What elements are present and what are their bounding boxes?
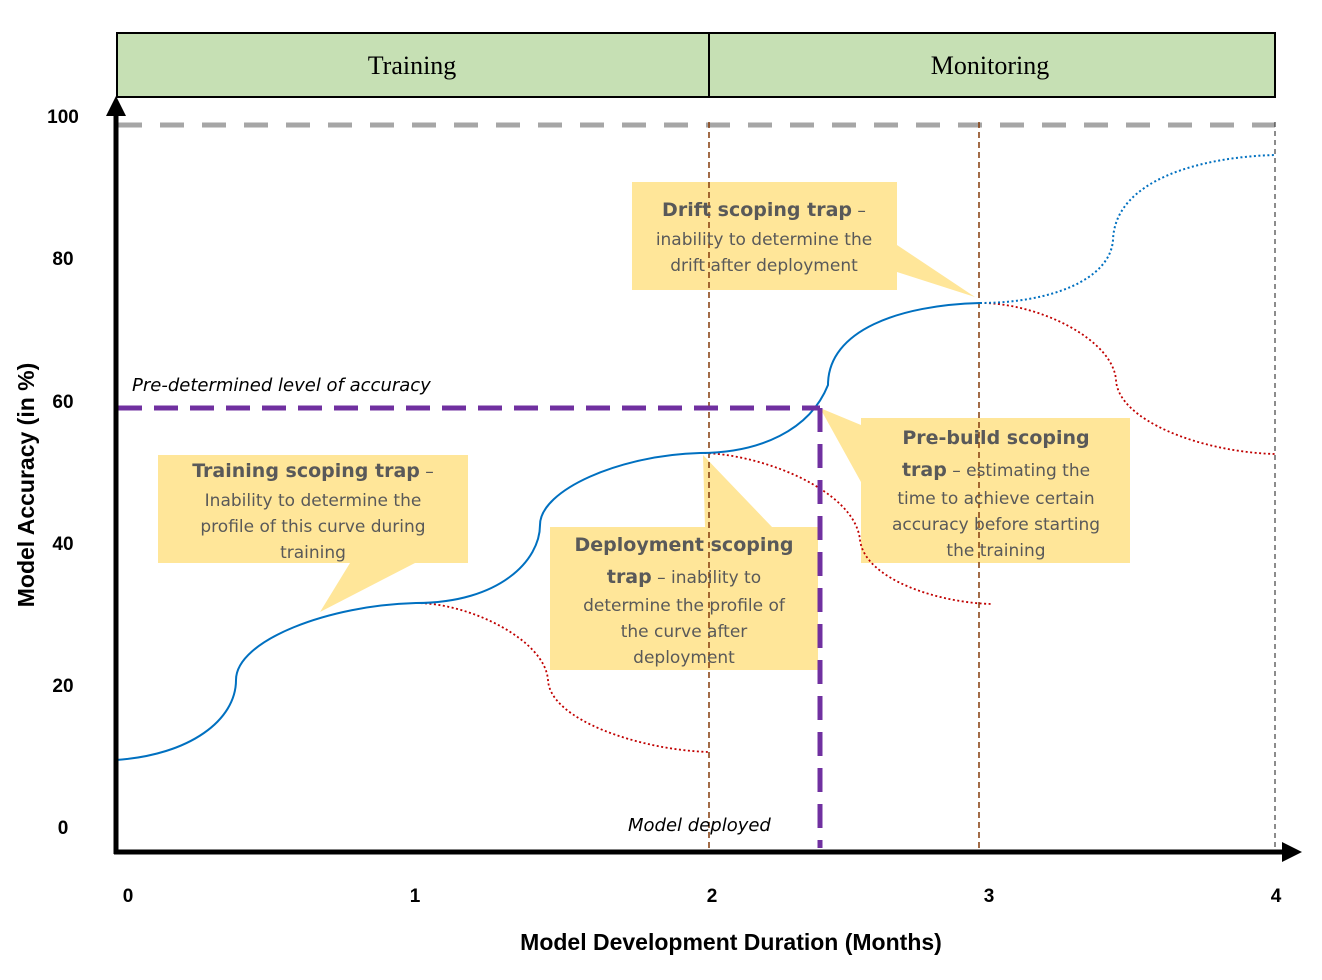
phase-training-box: [116, 32, 710, 98]
pre-build-scoping-trap-line: the training: [946, 541, 1045, 561]
callout-body: –: [852, 201, 866, 221]
callout-training-scoping-trap: [158, 455, 468, 612]
phase-monitoring-box: [708, 32, 1276, 98]
callout-body: determine the profile of: [583, 596, 786, 616]
callout-title: Deployment scoping: [575, 534, 794, 556]
x-tick: 4: [1271, 886, 1282, 907]
callout-body: – estimating the: [947, 461, 1090, 481]
callout-body: – inability to: [652, 568, 761, 588]
predetermined-accuracy-label: Pre-determined level of accuracy: [132, 375, 431, 396]
x-tick: 3: [984, 886, 995, 907]
deployment-scoping-trap-line: determine the profile of: [583, 596, 786, 616]
callout-body: accuracy before starting: [892, 515, 1100, 535]
callout-drift-scoping-trap: [632, 182, 975, 297]
pre-build-scoping-trap-line: trap – estimating the: [902, 459, 1090, 481]
pre-build-scoping-trap-line: Pre-build scoping: [902, 427, 1089, 449]
training-scoping-trap-line: Inability to determine the: [205, 491, 422, 511]
callout-body: drift after deployment: [670, 256, 858, 276]
callout-deployment-scoping-trap: [550, 455, 818, 670]
y-tick-labels: 100 80 60 40 20 0: [47, 107, 79, 839]
training-scoping-trap-line: Training scoping trap –: [192, 460, 434, 482]
callout-texts: Training scoping trap – Inability to dete…: [192, 199, 1100, 668]
callout-title: trap: [902, 459, 947, 481]
x-axis-label: Model Development Duration (Months): [520, 929, 942, 955]
callout-title: trap: [607, 566, 652, 588]
callout-body: training: [280, 543, 346, 563]
training-scoping-trap-line: training: [280, 543, 346, 563]
x-axis-arrow-icon: [1282, 842, 1302, 862]
accuracy-curve: [115, 302, 981, 761]
pre-build-scoping-trap-line: accuracy before starting: [892, 515, 1100, 535]
y-tick: 40: [52, 534, 73, 555]
deployment-scoping-trap-line: deployment: [633, 648, 735, 668]
x-tick: 2: [707, 886, 718, 907]
pre-build-scoping-trap-line: time to achieve certain: [897, 489, 1094, 509]
y-tick: 0: [58, 818, 69, 839]
callouts: [158, 182, 1130, 670]
drift-scoping-trap-line: drift after deployment: [670, 256, 858, 276]
deployment-scoping-trap-line: Deployment scoping: [575, 534, 794, 556]
y-axis-arrow-icon: [106, 96, 126, 116]
deployment-scoping-trap-line: the curve after: [621, 622, 748, 642]
callout-body: deployment: [633, 648, 735, 668]
callout-body: profile of this curve during: [200, 517, 425, 537]
x-tick: 1: [410, 886, 421, 907]
y-tick: 100: [47, 107, 79, 128]
y-axis-label: Model Accuracy (in %): [13, 363, 39, 608]
callout-body: inability to determine the: [656, 230, 872, 250]
y-tick: 60: [52, 392, 73, 413]
drift-scoping-trap-line: Drift scoping trap –: [662, 199, 866, 221]
callout-body: the curve after: [621, 622, 748, 642]
drift-scoping-trap-line: inability to determine the: [656, 230, 872, 250]
phase-header: Training Monitoring: [116, 32, 1276, 98]
callout-body: time to achieve certain: [897, 489, 1094, 509]
x-tick-labels: 0 1 2 3 4: [123, 886, 1282, 907]
callout-pre-build-scoping-trap: [820, 408, 1130, 563]
deployment-scoping-trap-line: trap – inability to: [607, 566, 761, 588]
alt-curve-training: [415, 602, 710, 753]
callout-body: the training: [946, 541, 1045, 561]
x-tick: 0: [123, 886, 134, 907]
callout-title: Pre-build scoping: [902, 427, 1089, 449]
training-scoping-trap-line: profile of this curve during: [200, 517, 425, 537]
alternate-curves: [415, 302, 1276, 753]
phase-training-label: Training: [368, 51, 457, 80]
alt-curve-deployment: [699, 452, 993, 605]
callout-title: Training scoping trap: [192, 460, 420, 482]
accuracy-curve-projected: [979, 154, 1276, 304]
y-tick: 80: [52, 249, 73, 270]
y-tick: 20: [52, 676, 73, 697]
alt-curve-drift: [979, 302, 1276, 455]
callout-body: Inability to determine the: [205, 491, 422, 511]
phase-monitoring-label: Monitoring: [931, 51, 1049, 80]
callout-title: Drift scoping trap: [662, 199, 852, 221]
model-deployed-label: Model deployed: [628, 815, 771, 836]
callout-body: –: [420, 462, 434, 482]
